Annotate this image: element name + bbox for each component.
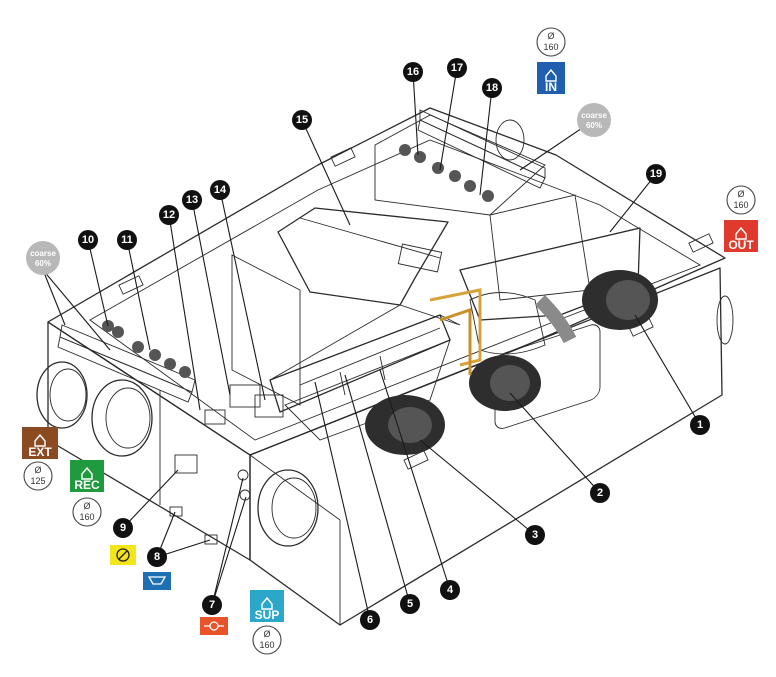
- svg-text:coarse: coarse: [581, 111, 607, 120]
- svg-text:coarse: coarse: [30, 249, 56, 258]
- port-out: Ø 160 OUT: [724, 185, 758, 252]
- svg-text:REC: REC: [74, 478, 100, 492]
- house-out-icon: [735, 226, 747, 240]
- diameter-out: Ø 160: [726, 185, 756, 215]
- drain-badge: [143, 572, 171, 590]
- callout-14: 14: [210, 180, 230, 200]
- valve-icon: [204, 621, 224, 631]
- callout-19: 19: [646, 164, 666, 184]
- svg-text:5: 5: [407, 598, 413, 610]
- svg-text:16: 16: [407, 66, 419, 78]
- svg-text:4: 4: [447, 584, 454, 596]
- port-ext: EXT Ø 125: [22, 427, 58, 491]
- drain-tray-icon: [147, 576, 167, 585]
- house-rec-icon: [81, 466, 93, 480]
- svg-text:125: 125: [30, 476, 45, 486]
- svg-text:Ø: Ø: [263, 629, 270, 639]
- svg-text:17: 17: [451, 62, 463, 74]
- svg-text:19: 19: [650, 168, 662, 180]
- callouts: 1 2 3 4 5 6 7 8 9 10 11 12 13 14 15 16 1…: [78, 58, 710, 630]
- svg-text:9: 9: [120, 522, 126, 534]
- svg-text:160: 160: [259, 640, 274, 650]
- svg-text:12: 12: [163, 209, 175, 221]
- pressure-sensors-left: [102, 320, 191, 378]
- diameter-in: Ø 160: [536, 27, 566, 57]
- svg-text:18: 18: [486, 82, 498, 94]
- callout-11: 11: [117, 230, 137, 250]
- svg-text:160: 160: [543, 42, 558, 52]
- svg-text:60%: 60%: [586, 121, 602, 130]
- svg-text:2: 2: [597, 487, 603, 499]
- svg-text:OUT: OUT: [728, 238, 754, 252]
- control-components: [174, 384, 284, 474]
- callout-17: 17: [447, 58, 467, 78]
- svg-text:Ø: Ø: [83, 501, 90, 511]
- svg-text:1: 1: [697, 419, 703, 431]
- callout-16: 16: [403, 62, 423, 82]
- power-plug-icon: [116, 548, 130, 562]
- callout-13: 13: [182, 190, 202, 210]
- svg-text:13: 13: [186, 194, 198, 206]
- svg-text:Ø: Ø: [737, 189, 744, 199]
- diameter-ext: Ø 125: [23, 461, 53, 491]
- svg-text:14: 14: [214, 184, 227, 196]
- port-in: Ø 160 IN: [536, 27, 566, 94]
- svg-text:8: 8: [154, 551, 160, 563]
- svg-text:Ø: Ø: [547, 31, 554, 41]
- svg-text:Ø: Ø: [34, 465, 41, 475]
- svg-text:15: 15: [296, 114, 308, 126]
- port-sup: SUP Ø 160: [250, 590, 284, 655]
- house-sup-icon: [261, 596, 273, 610]
- callout-3: 3: [525, 525, 545, 545]
- callout-18: 18: [482, 78, 502, 98]
- duct-ext: [36, 361, 88, 429]
- connectors: [169, 469, 251, 545]
- leader-lines: [42, 67, 701, 621]
- valve-badge: [200, 617, 228, 635]
- house-ext-icon: [34, 433, 46, 447]
- svg-text:7: 7: [209, 599, 215, 611]
- duct-in: [495, 119, 525, 161]
- diameter-sup: Ø 160: [252, 625, 282, 655]
- svg-text:IN: IN: [545, 80, 557, 94]
- callout-12: 12: [159, 205, 179, 225]
- callout-2: 2: [590, 483, 610, 503]
- power-badge: [110, 545, 136, 565]
- callout-4: 4: [440, 580, 460, 600]
- callout-10: 10: [78, 230, 98, 250]
- callout-6: 6: [360, 610, 380, 630]
- svg-text:EXT: EXT: [28, 445, 52, 459]
- diameter-rec: Ø 160: [72, 497, 102, 527]
- fan-2: [469, 355, 541, 411]
- callout-15: 15: [292, 110, 312, 130]
- heat-exchanger-coil: [269, 304, 461, 441]
- fan-1: [582, 270, 658, 330]
- fan-3: [365, 395, 445, 455]
- svg-text:SUP: SUP: [255, 608, 280, 622]
- callout-5: 5: [400, 594, 420, 614]
- svg-text:3: 3: [532, 529, 538, 541]
- svg-text:160: 160: [733, 200, 748, 210]
- callout-7: 7: [202, 595, 222, 615]
- duct-rec: [91, 379, 153, 457]
- callout-8: 8: [147, 547, 167, 567]
- svg-text:6: 6: [367, 614, 373, 626]
- svg-text:60%: 60%: [35, 259, 51, 268]
- duct-out: [716, 295, 734, 345]
- svg-text:10: 10: [82, 234, 94, 246]
- svg-text:11: 11: [121, 234, 133, 246]
- duct-sup: [257, 469, 319, 547]
- filter-badge-right: coarse 60%: [577, 103, 611, 137]
- svg-text:160: 160: [79, 512, 94, 522]
- callout-1: 1: [690, 415, 710, 435]
- filter-badge-left: coarse 60%: [26, 241, 60, 275]
- port-rec: REC Ø 160: [70, 460, 104, 527]
- callout-9: 9: [113, 518, 133, 538]
- house-in-icon: [545, 68, 557, 82]
- green-bypass-panel: [277, 207, 449, 306]
